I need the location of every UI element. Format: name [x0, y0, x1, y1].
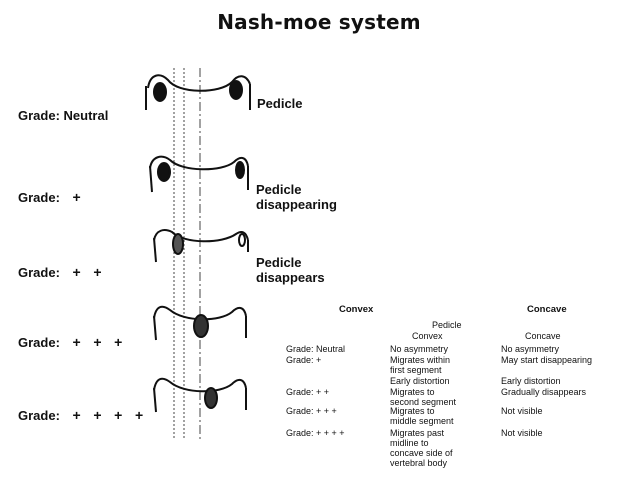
grade-plus: + [134, 407, 144, 423]
cell-line: May start disappearing [501, 355, 593, 365]
cell-line: No asymmetry [501, 344, 560, 354]
table-convex-cell: Migrates past midline to concave side of… [390, 428, 453, 468]
vertebra-grade-2 [153, 229, 249, 263]
table-concave-cell: Not visible [501, 406, 543, 416]
grade-label-3: Grade: + + + [18, 334, 122, 350]
cell-line: first segment [390, 365, 442, 375]
pedicle-oval [238, 233, 246, 247]
table-grade: Grade: + + [286, 387, 330, 397]
grade-word: Grade: [18, 265, 60, 280]
pedicle-oval [193, 314, 209, 338]
cell-line: Early distortion [501, 376, 561, 386]
cell-line: Migrates within [390, 355, 451, 365]
grade-plus: + [93, 334, 102, 350]
table-concave-cell: May start disappearing [501, 355, 592, 365]
table-convex-cell: Migrates within first segment [390, 355, 450, 375]
cell-line: Gradually disappears [501, 387, 587, 397]
cell-line: midline to [390, 438, 429, 448]
label-line: disappears [256, 270, 325, 285]
cell-line: Early distortion [390, 376, 450, 386]
reference-lines [173, 68, 201, 440]
table-convex-cell: Early distortion [390, 376, 450, 386]
cell-line: vertebral body [390, 458, 448, 468]
vertebra-grade-1 [149, 155, 249, 193]
page-title: Nash-moe system [217, 10, 421, 34]
cell-line: middle segment [390, 416, 454, 426]
pedicle-oval [157, 162, 171, 182]
table-concave-cell: Early distortion [501, 376, 561, 386]
grade-level: Neutral [63, 108, 109, 123]
vertebra-grade-3 [153, 305, 247, 341]
table-convex-cell: No asymmetry [390, 344, 448, 354]
pedicle-oval [172, 233, 184, 255]
table-grade: Grade: + + + [286, 406, 337, 416]
vertebra-neutral [145, 74, 251, 110]
table-row: Grade: + [286, 355, 321, 365]
pedicle-oval [153, 82, 167, 102]
table-grade: Grade: + [286, 355, 322, 365]
cell-line: concave side of [390, 448, 453, 458]
table-row: Grade: Neutral [286, 344, 345, 354]
grade-label-neutral: Grade: Neutral [18, 108, 108, 123]
pedicle-oval [204, 387, 218, 409]
grade-plus: + [72, 334, 81, 350]
cell-line: Not visible [501, 406, 543, 416]
grade-plus: + [72, 189, 81, 205]
label-line: Pedicle [256, 182, 302, 197]
grade-label-4: Grade: + + + + [18, 407, 143, 423]
table-concave-cell: Gradually disappears [501, 387, 586, 397]
table-convex-cell: Migrates to middle segment [390, 406, 454, 426]
grade-label-2: Grade: + + [18, 264, 102, 280]
table-convex-cell: Migrates to second segment [390, 387, 456, 407]
table-subheader-convex: Convex [412, 331, 443, 341]
table-row: Grade: + + + [286, 406, 337, 416]
label-line: Pedicle [257, 96, 303, 111]
cell-line: No asymmetry [390, 344, 449, 354]
table-row: Grade: + + + + [286, 428, 345, 438]
pedicle-oval [235, 161, 245, 179]
grade-word: Grade: [18, 190, 60, 205]
cell-line: second segment [390, 397, 457, 407]
grade-plus: + [72, 407, 81, 423]
label-pedicle-disappears: Pedicle disappears [256, 255, 325, 285]
grade-plus: + [93, 264, 102, 280]
grade-plus: + [72, 264, 81, 280]
label-line: disappearing [256, 197, 337, 212]
grade-word: Grade: [18, 335, 60, 350]
label-pedicle-disappearing: Pedicle disappearing [256, 182, 337, 212]
table-header-convex: Convex [339, 304, 374, 315]
table-grade: Grade: + + + + [286, 428, 345, 438]
cell-line: Not visible [501, 428, 543, 438]
grade-plus: + [114, 334, 123, 350]
table-header-concave: Concave [527, 304, 567, 315]
table-subheader-pedicle: Pedicle [432, 320, 462, 330]
grade-word: Grade: [18, 108, 60, 123]
grade-plus: + [114, 407, 123, 423]
grade-label-1: Grade: + [18, 189, 81, 205]
vertebra-grade-4 [153, 377, 247, 413]
table-concave-cell: Not visible [501, 428, 543, 438]
grade-word: Grade: [18, 408, 60, 423]
pedicle-oval [229, 80, 243, 100]
table-subheader-concave: Concave [525, 331, 561, 341]
label-pedicle: Pedicle [257, 96, 303, 111]
cell-line: Migrates to [390, 387, 435, 397]
table-grade: Grade: Neutral [286, 344, 346, 354]
table-concave-cell: No asymmetry [501, 344, 559, 354]
cell-line: Migrates past [390, 428, 445, 438]
table-row: Grade: + + [286, 387, 329, 397]
grade-plus: + [93, 407, 102, 423]
cell-line: Migrates to [390, 406, 435, 416]
label-line: Pedicle [256, 255, 302, 270]
